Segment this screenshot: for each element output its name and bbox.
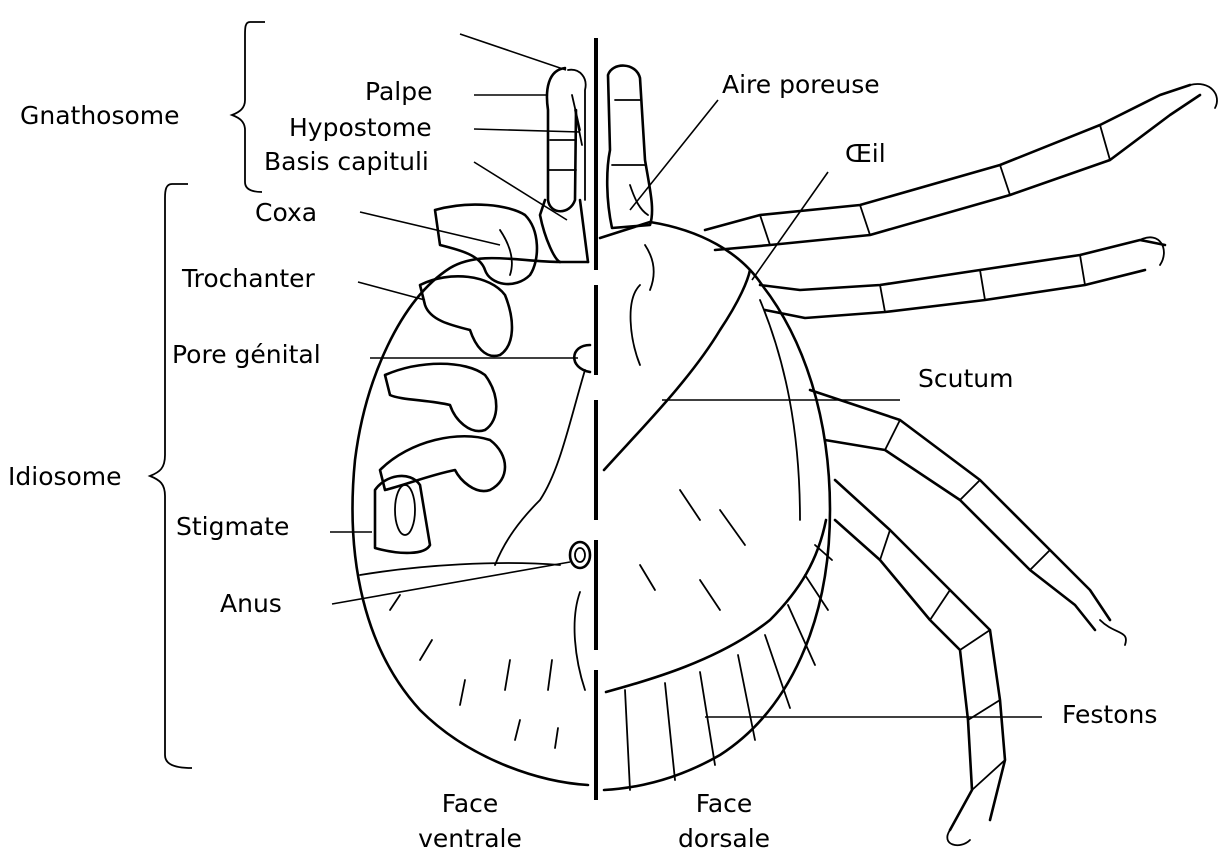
label-basis-capituli: Basis capituli [264, 147, 429, 176]
label-pore-genital: Pore génital [172, 340, 321, 369]
brackets [150, 22, 265, 768]
leader-chelicerae [460, 34, 566, 70]
label-scutum: Scutum [918, 364, 1013, 393]
ventral-grooves [360, 370, 585, 748]
gnathosome-bracket [232, 22, 265, 192]
dorsal-legs [705, 84, 1217, 845]
dorsal-marks [640, 300, 800, 610]
label-hypostome: Hypostome [289, 113, 432, 142]
label-aire-poreuse: Aire poreuse [722, 70, 880, 99]
leader-coxa [360, 212, 500, 245]
caption-dorsal-line2: dorsale [678, 824, 770, 853]
anus-drawing [570, 542, 590, 568]
leader-hypostome [474, 129, 580, 132]
caption-ventral-line2: ventrale [418, 824, 522, 853]
leader-trochanter [358, 282, 425, 300]
labels: Gnathosome Idiosome Palpe Hypostome Basi… [8, 70, 1157, 853]
caption-dorsal-line1: Face [696, 789, 753, 818]
label-coxa: Coxa [255, 198, 317, 227]
festoons [606, 520, 832, 790]
label-anus: Anus [220, 589, 282, 618]
label-idiosome: Idiosome [8, 462, 122, 491]
ventral-legs [375, 205, 537, 553]
label-gnathosome: Gnathosome [20, 101, 180, 130]
label-festons: Festons [1062, 700, 1157, 729]
caption-ventral-line1: Face [442, 789, 499, 818]
label-oeil: Œil [845, 139, 886, 168]
label-stigmate: Stigmate [176, 512, 289, 541]
leader-anus [332, 562, 570, 604]
label-palpe: Palpe [365, 77, 432, 106]
label-trochanter: Trochanter [181, 264, 316, 293]
